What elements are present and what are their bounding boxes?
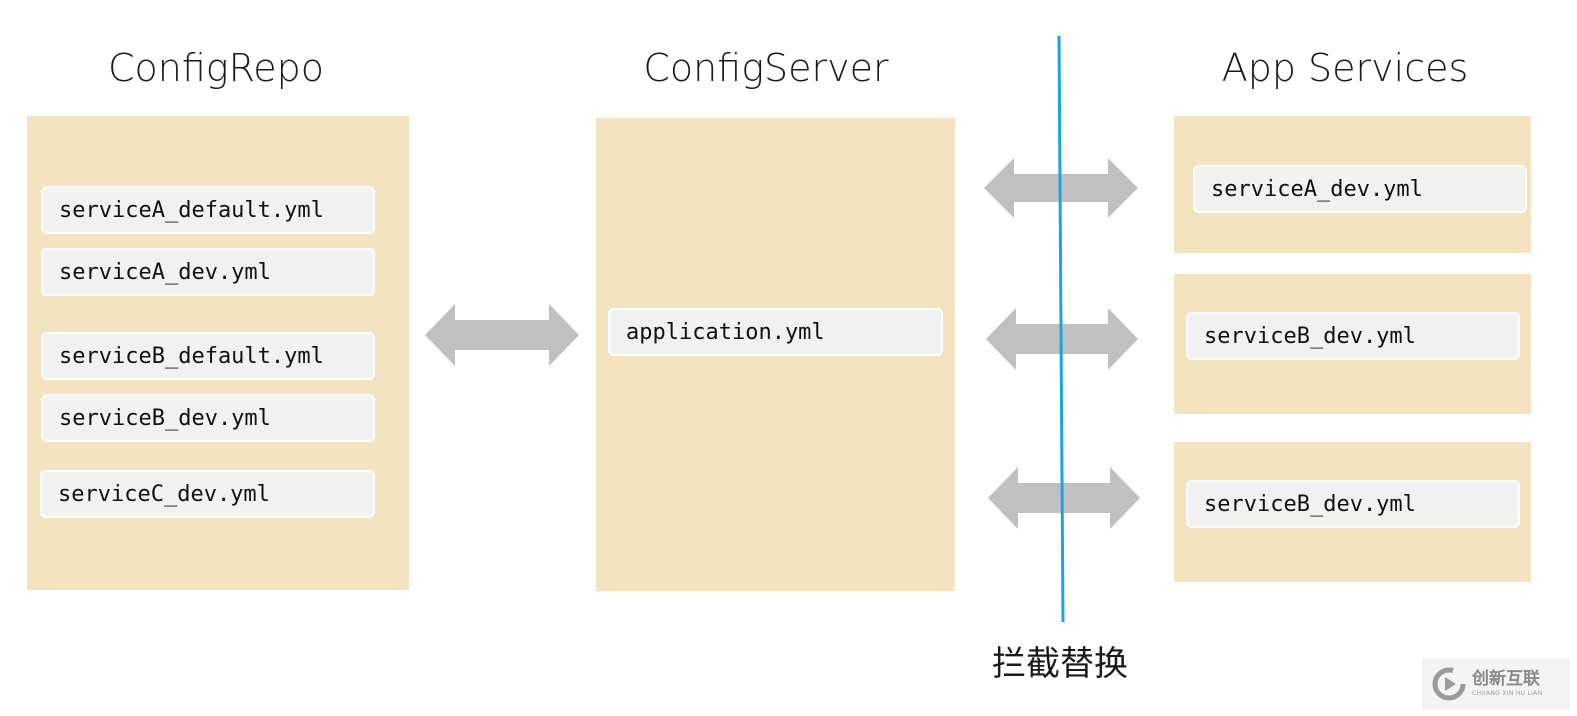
repo-server-double-arrow-icon (425, 304, 579, 366)
intercept-replace-caption: 拦截替换 (992, 644, 1128, 684)
interception-divider-line (1057, 36, 1065, 623)
repo-file-servicea-dev: serviceA_dev.yml (41, 248, 375, 296)
watermark-subtitle: CHUANG XIN HU LIAN (1472, 690, 1543, 697)
server-file-application: application.yml (608, 308, 943, 356)
server-app-b2-double-arrow-icon (988, 467, 1140, 529)
repo-file-servicea-default: serviceA_default.yml (41, 186, 375, 234)
watermark-logo: 创新互联 CHUANG XIN HU LIAN (1422, 658, 1570, 710)
watermark-name: 创新互联 (1472, 669, 1540, 689)
repo-file-servicec-dev: serviceC_dev.yml (40, 470, 375, 518)
config-server-title: ConfigServer (643, 46, 889, 90)
chuangxin-logo-icon (1432, 667, 1466, 701)
app-file-servicea-dev: serviceA_dev.yml (1193, 165, 1527, 213)
config-repo-title: ConfigRepo (107, 46, 325, 90)
app-file-serviceb-dev-2: serviceB_dev.yml (1186, 480, 1520, 528)
app-services-title: App Services (1221, 46, 1469, 90)
repo-file-serviceb-default: serviceB_default.yml (41, 332, 375, 380)
repo-file-serviceb-dev: serviceB_dev.yml (41, 394, 375, 442)
app-file-serviceb-dev-1: serviceB_dev.yml (1186, 312, 1520, 360)
